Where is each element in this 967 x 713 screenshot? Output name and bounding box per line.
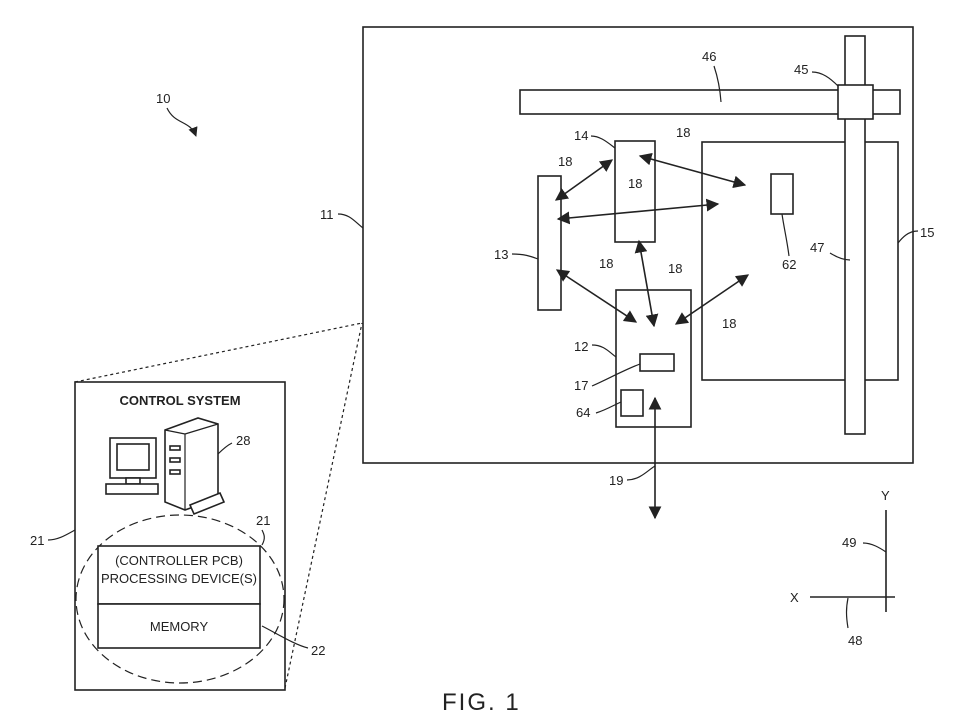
ref-18-d: 18 [599,256,613,271]
board-13 [538,176,561,310]
ref-46: 46 [702,49,716,64]
ref-11: 11 [320,207,334,222]
memory-label: MEMORY [150,619,209,634]
sensor-62 [771,174,793,214]
projection-line-top [75,323,362,382]
ref-45: 45 [794,62,808,77]
leader-21-left [48,530,75,540]
carriage-45 [838,85,873,119]
ref-22: 22 [311,643,325,658]
ref-14: 14 [574,128,588,143]
control-system-title: CONTROL SYSTEM [119,393,240,408]
controller-pcb-label: (CONTROLLER PCB) [115,553,243,568]
ref-12: 12 [574,339,588,354]
ref-49: 49 [842,535,856,550]
ref-18-c: 18 [628,176,642,191]
board-14 [615,141,655,242]
ref-48: 48 [848,633,862,648]
processing-devices-label: PROCESSING DEVICE(S) [101,571,257,586]
projection-line-bottom [285,323,362,688]
y-axis-label: Y [881,488,890,503]
leader-48 [847,598,849,628]
ref-21-right: 21 [256,513,270,528]
ref-18-a: 18 [558,154,572,169]
leader-10 [167,108,196,136]
leader-49 [863,543,886,552]
stage-15 [702,142,898,380]
leader-11 [338,214,363,228]
ref-18-f: 18 [722,316,736,331]
ref-21-left: 21 [30,533,44,548]
ref-62: 62 [782,257,796,272]
leader-19 [627,466,655,480]
ref-15: 15 [920,225,934,240]
ref-17: 17 [574,378,588,393]
ref-28: 28 [236,433,250,448]
x-axis-label: X [790,590,799,605]
ref-18-e: 18 [668,261,682,276]
ref-64: 64 [576,405,590,420]
ref-19: 19 [609,473,623,488]
ref-10: 10 [156,91,170,106]
ref-18-b: 18 [676,125,690,140]
figure-caption: FIG. 1 [442,689,521,713]
connector-17 [640,354,674,371]
ref-13: 13 [494,247,508,262]
ref-47: 47 [810,240,824,255]
block-64 [621,390,643,416]
